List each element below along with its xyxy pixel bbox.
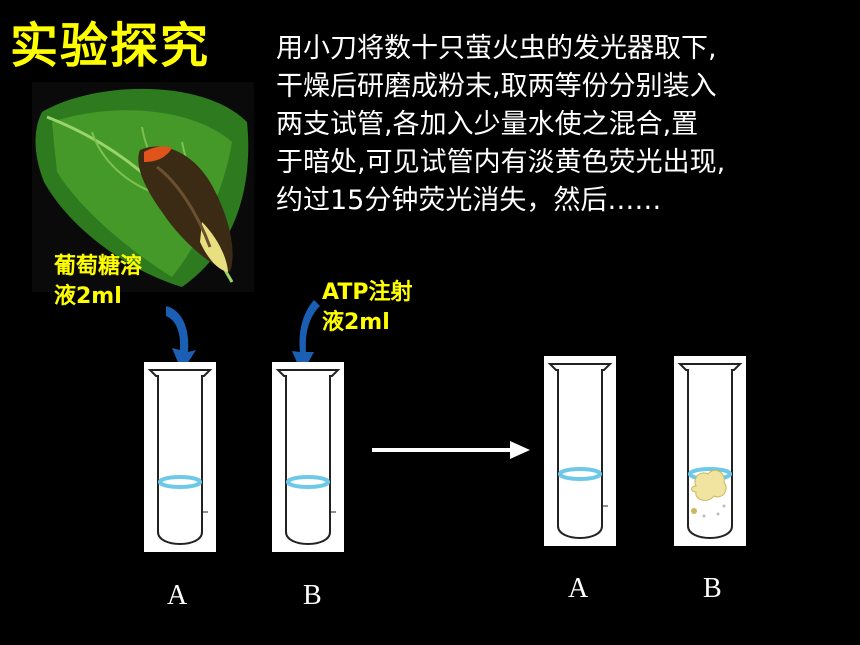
test-tube-b-before (272, 362, 344, 552)
test-tube-a-after (544, 356, 616, 546)
tube-label-a-after: A (568, 573, 589, 604)
atp-label-line1: ATP注射 (322, 280, 413, 305)
description-line: 于暗处,可见试管内有淡黄色荧光出现, (276, 147, 726, 178)
description-line: 约过15分钟荧光消失，然后…… (276, 185, 662, 216)
description-line: 两支试管,各加入少量水使之混合,置 (276, 109, 699, 140)
tube-label-a-before: A (167, 580, 188, 611)
description-line: 干燥后研磨成粉末,取两等份分别装入 (276, 71, 717, 102)
atp-label-line2: 液2ml (322, 310, 390, 335)
test-tube-b-after (674, 356, 746, 546)
glucose-label-line1: 葡萄糖溶 (54, 254, 143, 279)
description-line: 用小刀将数十只萤火虫的发光器取下, (276, 33, 717, 64)
slide-title: 实验探究 (10, 18, 211, 74)
glucose-label: 葡萄糖溶 液2ml (54, 252, 142, 312)
glucose-label-line2: 液2ml (54, 284, 122, 309)
atp-label: ATP注射 液2ml (322, 278, 412, 338)
glucose-arrow-icon (166, 306, 196, 372)
tube-label-b-before: B (303, 580, 322, 611)
tube-label-b-after: B (703, 573, 722, 604)
firefly-photo (32, 82, 254, 292)
atp-arrow-icon (292, 300, 320, 374)
experiment-description: 用小刀将数十只萤火虫的发光器取下, 干燥后研磨成粉末,取两等份分别装入 两支试管… (276, 30, 846, 220)
right-arrow-icon (372, 441, 530, 459)
test-tube-a-before (144, 362, 216, 552)
